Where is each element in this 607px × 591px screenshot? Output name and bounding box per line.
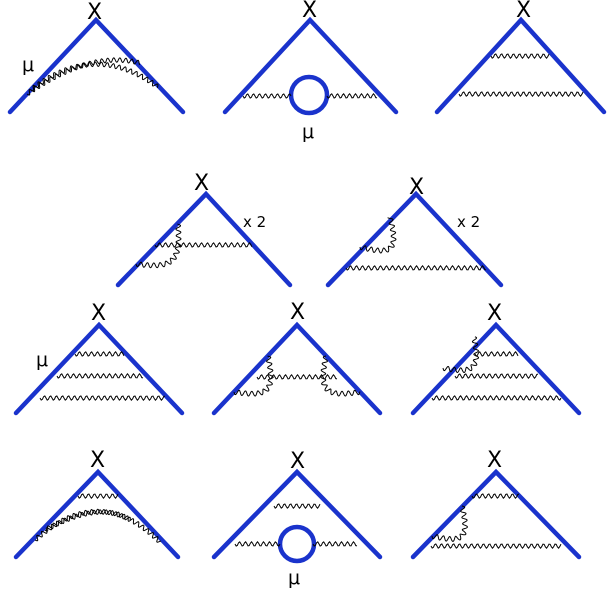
- photon-r1c3-a: [490, 53, 550, 60]
- photon-r4c1-b: [34, 508, 162, 543]
- photon-r3c3-c: [431, 394, 562, 401]
- photon-r3c2-selfenergy-left: [233, 355, 274, 397]
- fermion-wedge-r4c2: [211, 468, 383, 560]
- photon-r4c1-c: [44, 509, 131, 532]
- vertex-label-r3c2: X: [290, 300, 306, 325]
- muon-label-r1c2: μ: [302, 121, 315, 143]
- photon-r4c2-left: [234, 540, 281, 547]
- vertex-label-r4c2: X: [290, 449, 306, 474]
- vertex-label-r1c1: X: [87, 0, 103, 25]
- photon-r3c1-c: [39, 395, 166, 401]
- photon-r4c3-a: [471, 493, 520, 499]
- photon-r3c1-a: [74, 351, 125, 357]
- photon-r4c2-a: [273, 503, 321, 510]
- photon-r3c2-selfenergy-right: [320, 355, 361, 397]
- fermion-wedge-r3c3: [410, 321, 582, 416]
- muon-label-r4c2: μ: [288, 567, 301, 589]
- vertex-label-r1c2: X: [302, 0, 318, 23]
- photon-r1c2-right: [326, 92, 378, 99]
- vertex-label-r3c1: X: [91, 301, 107, 326]
- photon-r3c2-a: [256, 373, 338, 380]
- vertex-label-r4c1: X: [90, 448, 106, 473]
- photon-r1c1-b: [26, 57, 141, 96]
- photon-r2c1-a: [154, 242, 253, 248]
- vertex-label-r4c3: X: [487, 448, 503, 473]
- fermion-wedge-r1c2: [222, 16, 399, 115]
- fermion-loop-r1c2: [288, 74, 330, 116]
- fermion-wedge-r3c2: [211, 321, 383, 416]
- photon-r2c2-a: [345, 264, 487, 271]
- fermion-wedge-r2c1: [115, 190, 293, 288]
- photon-r2c1-selfenergy: [135, 223, 182, 269]
- fermion-wedge-r3c1: [13, 321, 185, 416]
- muon-label-r3c1: μ: [36, 349, 49, 371]
- photon-r4c3-selfenergy: [431, 505, 468, 542]
- fermion-wedge-r4c3: [410, 468, 582, 560]
- vertex-label-r3c3: X: [487, 301, 503, 326]
- photon-r3c1-b: [56, 372, 144, 379]
- fermion-lines: [7, 16, 607, 560]
- fermion-wedge-r1c3: [434, 16, 607, 115]
- multiplicity-label-r2c1: x 2: [243, 213, 267, 231]
- fermion-wedge-r2c2: [325, 190, 504, 288]
- photon-r3c3-a: [474, 351, 519, 357]
- vertex-label-r2c1: X: [194, 171, 210, 196]
- photon-r4c1-a: [77, 493, 119, 500]
- photon-lines: [26, 53, 584, 550]
- photon-r3c3-selfenergy: [442, 336, 480, 374]
- photon-r2c2-selfenergy: [359, 217, 397, 254]
- vertex-label-r1c3: X: [516, 0, 532, 23]
- photon-r1c3-b: [458, 91, 584, 98]
- multiplicity-label-r2c2: x 2: [457, 213, 481, 231]
- fermion-wedge-r4c1: [13, 468, 181, 560]
- muon-label-r1c1: μ: [22, 54, 35, 76]
- photon-r4c2-right: [312, 540, 358, 547]
- photon-r3c3-b: [454, 373, 539, 379]
- photon-r1c2-left: [242, 93, 292, 99]
- vertex-label-r2c2: X: [409, 175, 425, 200]
- fermion-wedge-r1c1: [7, 16, 186, 115]
- photon-r4c3-b: [430, 543, 562, 550]
- fermion-loop-r4c2: [277, 524, 317, 564]
